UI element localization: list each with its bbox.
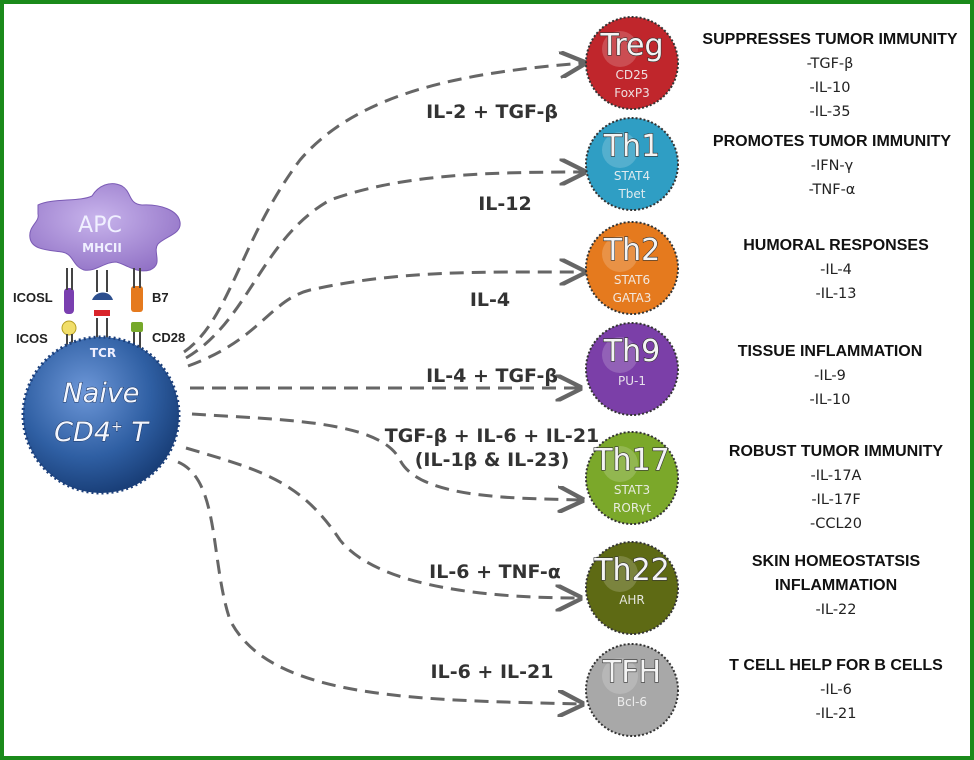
function-title-tfh: T CELL HELP FOR B CELLS xyxy=(729,657,943,674)
function-title-th22: SKIN HOMEOSTATSIS xyxy=(752,553,921,570)
function-item-th17: -IL-17F xyxy=(811,492,860,508)
function-item-treg: -TGF-β xyxy=(807,56,854,72)
cell-marker-th1: Tbet xyxy=(617,187,645,201)
arrow-to-th1 xyxy=(185,172,584,360)
cell-marker-th17: RORγt xyxy=(613,501,651,515)
effector-cells: TregCD25FoxP3Th1STAT4TbetTh2STAT6GATA3Th… xyxy=(585,16,679,737)
function-title-th1: PROMOTES TUMOR IMMUNITY xyxy=(713,133,952,150)
cell-name-th17: Th17 xyxy=(593,443,670,478)
cell-name-th2: Th2 xyxy=(603,233,660,268)
cd28-label: CD28 xyxy=(152,330,185,345)
cell-marker-th2: GATA3 xyxy=(613,291,652,305)
function-item-treg: -IL-35 xyxy=(809,104,850,120)
cytokine-label-th22: IL-6 + TNF-α xyxy=(429,561,561,583)
cell-body-th2 xyxy=(585,221,679,315)
cell-marker-treg: CD25 xyxy=(616,68,649,82)
cytokine-label-th17: (IL-1β & IL-23) xyxy=(415,449,570,471)
cell-name-treg: Treg xyxy=(599,28,663,63)
b7-label: B7 xyxy=(152,290,169,305)
tcr-label: TCR xyxy=(90,346,116,360)
cell-marker-th9: PU-1 xyxy=(618,374,646,388)
cell-tfh: TFH Bcl-6 xyxy=(585,643,679,737)
arrow-to-th22 xyxy=(185,446,580,598)
cell-marker-tfh: Bcl-6 xyxy=(617,695,647,709)
cell-marker-th22: AHR xyxy=(619,593,645,607)
function-item-th17: -IL-17A xyxy=(811,468,862,484)
icos-receptor xyxy=(61,320,77,336)
function-title-th9: TISSUE INFLAMMATION xyxy=(738,343,923,360)
function-title-treg: SUPPRESSES TUMOR IMMUNITY xyxy=(702,31,957,48)
differentiation-arrows xyxy=(177,63,584,704)
cell-marker-th2: STAT6 xyxy=(614,273,650,287)
apc-mhcii-label: MHCII xyxy=(82,241,122,255)
cell-body-th22 xyxy=(585,541,679,635)
function-item-th22: -IL-22 xyxy=(815,602,856,618)
cytokine-label-treg: IL-2 + TGF-β xyxy=(426,101,558,123)
cell-body-th9 xyxy=(585,322,679,416)
function-item-th2: -IL-4 xyxy=(820,262,852,278)
cell-body-th1 xyxy=(585,117,679,211)
function-item-treg: -IL-10 xyxy=(809,80,850,96)
icos-label: ICOS xyxy=(16,331,48,346)
cell-name-tfh: TFH xyxy=(602,655,661,690)
cell-name-th9: Th9 xyxy=(603,334,660,369)
cytokine-label-th9: IL-4 + TGF-β xyxy=(426,365,558,387)
apc-label: APC xyxy=(78,213,122,238)
cell-name-th22: Th22 xyxy=(593,553,670,588)
apc-shape xyxy=(29,183,181,272)
arrow-to-treg xyxy=(183,63,584,354)
icosl-label: ICOSL xyxy=(13,290,53,305)
function-item-th2: -IL-13 xyxy=(815,286,856,302)
cell-marker-treg: FoxP3 xyxy=(614,86,649,100)
cd4-t-label: CD4+ T xyxy=(54,417,150,448)
mhc-peptide xyxy=(92,292,113,300)
icosl-receptor xyxy=(64,288,74,314)
apc-cell: APC MHCII xyxy=(29,183,181,272)
cell-marker-th17: STAT3 xyxy=(614,483,650,497)
cd28-receptor xyxy=(131,322,143,332)
cytokine-label-th2: IL-4 xyxy=(470,289,510,311)
cytokine-label-th1: IL-12 xyxy=(478,193,532,215)
arrow-to-th17 xyxy=(191,412,582,500)
arrow-to-tfh xyxy=(177,460,582,704)
function-item-th1: -IFN-γ xyxy=(811,158,854,174)
naive-cd4-t-cell: TCR Naive CD4+ T xyxy=(21,335,181,495)
cell-body-tfh xyxy=(585,643,679,737)
naive-cell-body xyxy=(21,335,181,495)
cell-name-th1: Th1 xyxy=(603,129,660,164)
function-title-th17: ROBUST TUMOR IMMUNITY xyxy=(729,443,944,460)
cell-marker-th1: STAT4 xyxy=(614,169,650,183)
cytokine-label-th17: TGF-β + IL-6 + IL-21 xyxy=(385,425,600,447)
function-item-th9: -IL-9 xyxy=(814,368,846,384)
function-item-tfh: -IL-21 xyxy=(815,706,856,722)
function-item-th1: -TNF-α xyxy=(809,182,856,198)
function-descriptions: SUPPRESSES TUMOR IMMUNITY -TGF-β -IL-10 -IL… xyxy=(702,31,957,722)
function-title-th2: HUMORAL RESPONSES xyxy=(743,237,929,254)
function-item-th17: -CCL20 xyxy=(810,516,862,532)
arrow-to-th2 xyxy=(187,272,584,368)
function-item-tfh: -IL-6 xyxy=(820,682,852,698)
function-item-th9: -IL-10 xyxy=(809,392,850,408)
naive-label: Naive xyxy=(63,378,140,409)
b7-receptor xyxy=(131,286,143,312)
cytokine-label-tfh: IL-6 + IL-21 xyxy=(431,661,554,683)
peptide xyxy=(94,310,110,316)
cell-body-treg xyxy=(585,16,679,110)
cell-body-th17 xyxy=(585,431,679,525)
function-title-th22: INFLAMMATION xyxy=(775,577,897,594)
